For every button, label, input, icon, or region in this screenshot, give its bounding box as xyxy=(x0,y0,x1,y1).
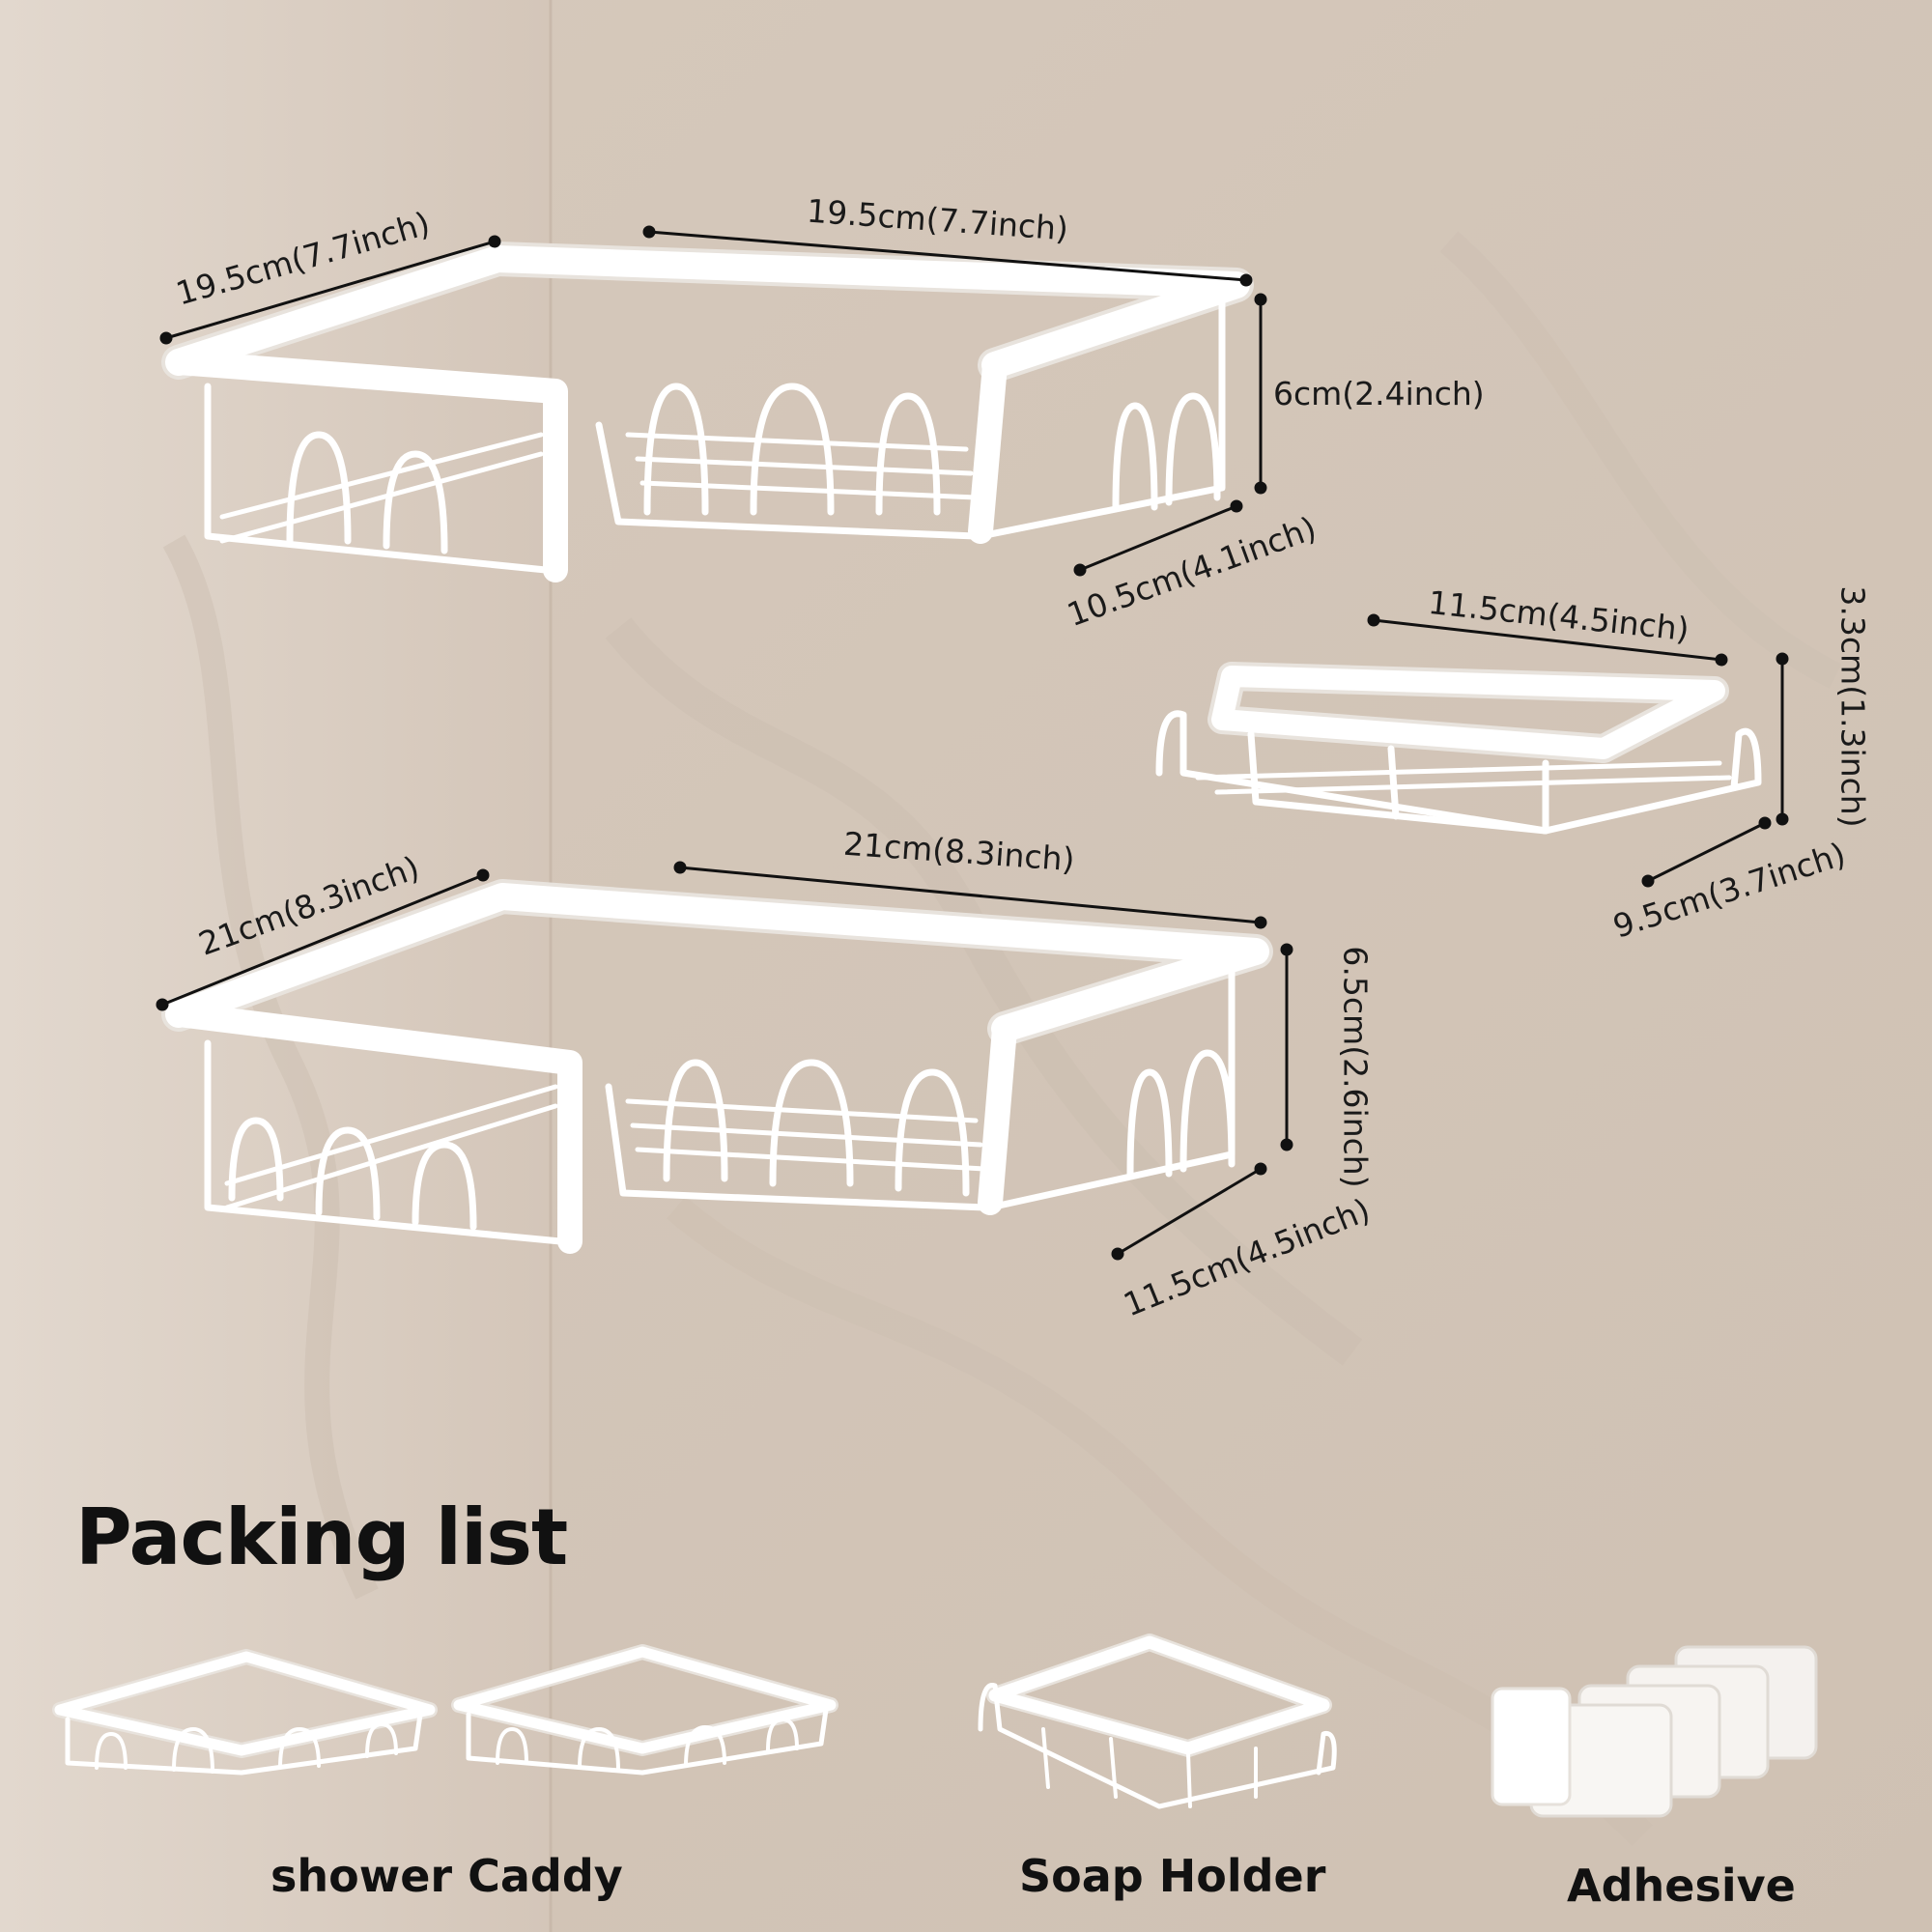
packing-list-title: Packing list xyxy=(75,1492,568,1582)
packing-soap-holder-thumbnail xyxy=(978,1634,1337,1809)
lower-caddy-height-label: 6.5cm(2.6inch) xyxy=(1336,946,1375,1188)
soap-holder-label: Soap Holder xyxy=(1019,1850,1326,1902)
lower-corner-caddy-image xyxy=(161,879,1273,1254)
adhesive-label: Adhesive xyxy=(1567,1860,1796,1912)
soap-holder-image xyxy=(1155,662,1762,835)
large-corner-caddy-image xyxy=(161,242,1254,582)
packing-adhesive-thumbnail xyxy=(1491,1645,1818,1818)
large-caddy-height-label: 6cm(2.4inch) xyxy=(1273,375,1485,412)
packing-caddy-thumbnail-2 xyxy=(451,1644,838,1776)
dimension-lines xyxy=(156,225,1789,1261)
soap-holder-height-label: 3.3cm(1.3inch) xyxy=(1833,585,1872,828)
shower-caddy-label: shower Caddy xyxy=(270,1850,623,1902)
packing-caddy-thumbnail-1 xyxy=(52,1649,438,1776)
